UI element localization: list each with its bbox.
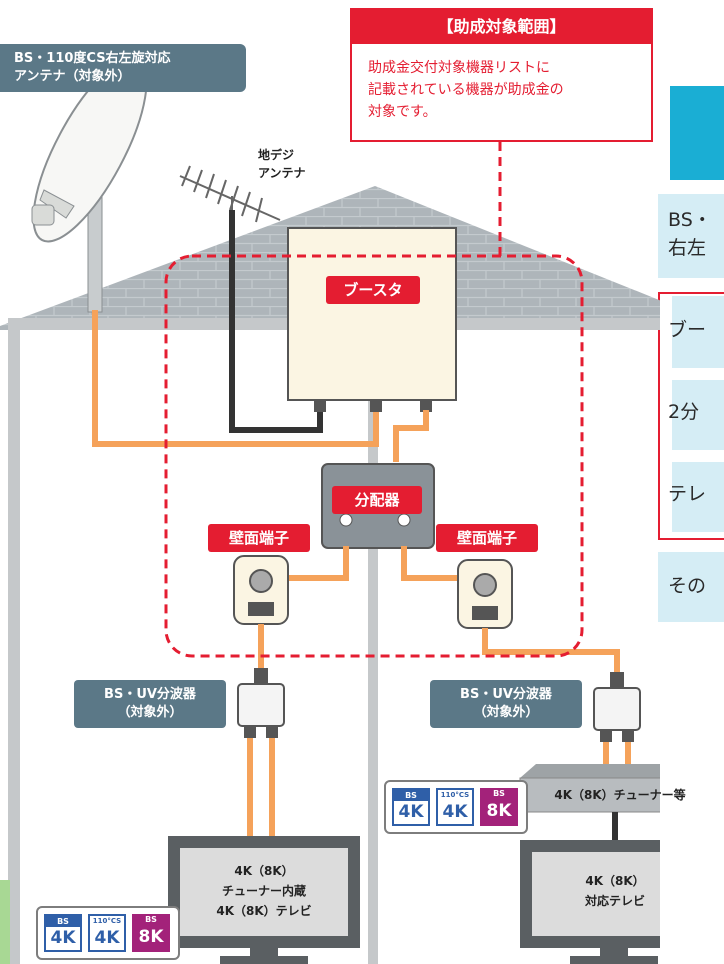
bsuv-right-label: BS・UV分波器 （対象外） <box>430 680 582 728</box>
bsuv-right-label-line-2: （対象外） <box>473 705 539 720</box>
badge-bs-8k-icon: BS 8K <box>480 788 518 826</box>
terrestrial-antenna-label-line-2: アンテナ <box>258 166 306 180</box>
badge-110cs-4k-icon: 110°CS 4K <box>436 788 474 826</box>
badge-bs-4k-icon: BS 4K <box>392 788 430 826</box>
subsidy-scope-boundary <box>164 254 584 658</box>
tv-left-badge-group: BS 4K 110°CS 4K BS 8K <box>36 906 180 960</box>
splitter-left-cable <box>288 546 349 581</box>
tuner-label: 4K（8K）チューナー等 <box>554 788 686 802</box>
wall-outlet-left-label: 壁面端子 <box>208 524 310 552</box>
scope-box-line-3: 対象です。 <box>368 104 437 120</box>
right-table-row-4-bg <box>672 462 724 532</box>
tv-badge-110cs-4k-main: 4K <box>94 928 120 948</box>
green-accent <box>0 880 10 964</box>
bsuv-separator-right <box>593 672 641 742</box>
tuner-tv-cable <box>612 812 618 842</box>
tuner-badge-group: BS 4K 110°CS 4K BS 8K <box>384 780 528 834</box>
right-table-row-3: 2分 <box>668 401 700 423</box>
right-table-highlight-frame <box>658 292 724 540</box>
scope-box: 【助成対象範囲】 助成金交付対象機器リストに 記載されている機器が助成金の 対象… <box>350 8 653 142</box>
scope-box-line-1: 助成金交付対象機器リストに <box>368 60 550 76</box>
bsuv-left-label-line-2: （対象外） <box>117 705 183 720</box>
tv-left-line-1: 4K（8K） <box>234 864 294 878</box>
dish-cable <box>92 310 379 447</box>
tv-badge-bs-8k-main: 8K <box>138 927 164 947</box>
wall-left <box>8 318 20 964</box>
wall-outlet-right <box>457 559 513 629</box>
splitter-ports <box>339 513 411 527</box>
badge-110cs-4k-main: 4K <box>442 802 468 822</box>
tv-right-line-2: 対応テレビ <box>584 894 645 908</box>
splitter-label: 分配器 <box>332 486 422 514</box>
diagram-illustration <box>0 57 660 964</box>
badge-bs-4k-main: 4K <box>398 802 424 822</box>
satellite-antenna-label-line-1: BS・110度CS右左旋対応 <box>14 51 171 66</box>
splitter-right-cable <box>401 546 460 581</box>
wall-outlet-right-label: 壁面端子 <box>436 524 538 552</box>
tv-right <box>520 840 660 964</box>
wall-middle <box>368 326 378 964</box>
right-table-row-5: その <box>668 575 707 597</box>
bsuv-left-label: BS・UV分波器 （対象外） <box>74 680 226 728</box>
tv-badge-110cs-4k-icon: 110°CS 4K <box>88 914 126 952</box>
tv-badge-110cs-4k-top: 110°CS <box>92 917 122 925</box>
terrestrial-cable <box>229 210 323 433</box>
right-table-row-1-line1: BS・ <box>668 209 712 231</box>
bsuv-left-label-line-1: BS・UV分波器 <box>104 687 196 702</box>
right-table-row-3-bg <box>672 380 724 450</box>
wall-outlet-left <box>233 555 289 625</box>
tv-left-line-3: 4K（8K）テレビ <box>216 904 312 918</box>
tv-right-line-1: 4K（8K） <box>585 874 645 888</box>
tv-badge-bs-4k-icon: BS 4K <box>44 914 82 952</box>
bsuv-separator-left <box>237 668 285 738</box>
right-table-row-5-bg <box>658 552 724 622</box>
booster-label: ブースタ <box>326 276 420 304</box>
bsuv-right-label-line-1: BS・UV分波器 <box>460 687 552 702</box>
right-table: BS・ 右左 ブー 2分 テレ その <box>658 0 724 964</box>
right-table-header <box>670 86 724 180</box>
terrestrial-antenna-label-line-1: 地デジ <box>258 148 295 162</box>
booster-connectors <box>314 400 432 412</box>
tv-badge-bs-4k-main: 4K <box>50 928 76 948</box>
tv-badge-bs-8k-top: BS <box>145 915 157 924</box>
right-table-row-1 <box>658 194 724 278</box>
right-table-row-1-line2: 右左 <box>668 237 707 259</box>
badge-bs-8k-main: 8K <box>486 801 512 821</box>
tv-badge-bs-8k-icon: BS 8K <box>132 914 170 952</box>
badge-bs-4k-top: BS <box>394 790 428 801</box>
tv-badge-bs-4k-top: BS <box>46 916 80 927</box>
tv-left <box>168 836 360 964</box>
outlet-right-down-cable <box>482 628 620 690</box>
right-table-row-4: テレ <box>668 483 707 505</box>
booster-box <box>287 227 457 401</box>
badge-110cs-4k-top: 110°CS <box>440 791 470 799</box>
badge-bs-8k-top: BS <box>493 789 505 798</box>
tv-left-line-2: チューナー内蔵 <box>221 884 306 898</box>
satellite-antenna-label: BS・110度CS右左旋対応 アンテナ（対象外） <box>0 44 246 92</box>
right-table-row-2: ブー <box>668 319 707 341</box>
scope-box-title: 【助成対象範囲】 <box>352 10 651 44</box>
booster-splitter-cable <box>393 410 429 462</box>
satellite-antenna-label-line-2: アンテナ（対象外） <box>14 69 131 84</box>
right-table-row-2-bg <box>672 296 724 368</box>
scope-box-line-2: 記載されている機器が助成金の <box>368 82 564 98</box>
